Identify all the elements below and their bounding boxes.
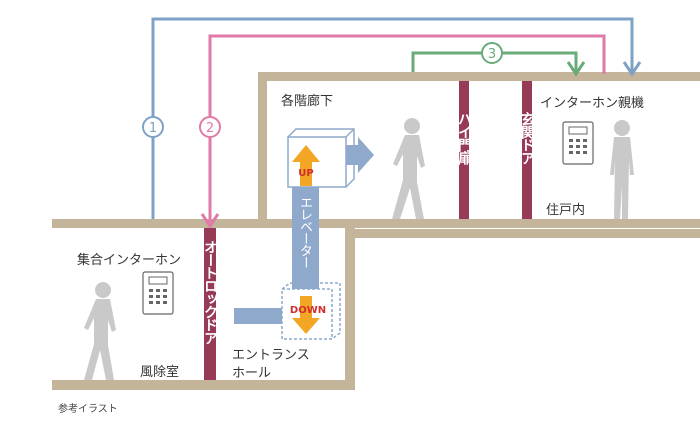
- svg-text:2: 2: [206, 121, 214, 136]
- ground-floor: [52, 380, 355, 390]
- caption-reference-illustration: 参考イラスト: [58, 404, 118, 415]
- vestibule-label: 風除室: [140, 365, 180, 380]
- svg-text:3: 3: [488, 47, 496, 62]
- collective-intercom-label: 集合インターホン: [77, 253, 182, 268]
- person-walking-upper-icon: [392, 118, 425, 219]
- route-1: [151, 17, 642, 219]
- person-walking-lower-icon: [84, 282, 116, 380]
- up-label: UP: [298, 168, 313, 179]
- down-arrow-icon: [292, 296, 320, 334]
- autolock-door-label: オートロックドア: [202, 240, 218, 344]
- autolock-door: [204, 228, 216, 380]
- lower-right-wall: [345, 219, 355, 386]
- upper-exit-arrow-icon: [346, 137, 374, 173]
- floor-corridor-label: 各階廊下: [281, 94, 334, 109]
- collective-intercom-panel-icon: [142, 271, 174, 315]
- upper-floor-slab: [258, 219, 700, 228]
- up-arrow-icon: [292, 145, 320, 186]
- route-2-badge: 2: [199, 116, 221, 138]
- elevator-shaft: [292, 187, 319, 289]
- intercom-parent-unit-icon: [562, 121, 594, 165]
- inside-unit-label: 住戸内: [546, 203, 586, 218]
- front-door-label: 玄関ドア: [519, 112, 535, 164]
- entrance-hall-label-line1: エントランス: [232, 348, 310, 363]
- upper-floor-top: [258, 72, 700, 81]
- high-gate-label: ハイ門扉: [456, 112, 472, 164]
- upper-floor-left-wall: [258, 72, 267, 222]
- route-3-badge: 3: [481, 42, 503, 64]
- elevator-label: エレベーター: [297, 196, 312, 268]
- intercom-parent-label: インターホン親機: [540, 96, 645, 111]
- route-1-badge: 1: [142, 116, 164, 138]
- building-structure: [52, 72, 700, 390]
- svg-text:1: 1: [149, 121, 157, 136]
- down-label: DOWN: [290, 305, 326, 316]
- front-door: [522, 81, 532, 219]
- high-gate: [459, 81, 469, 219]
- person-standing-resident-icon: [610, 120, 634, 219]
- entrance-to-elevator-arrow: [234, 308, 282, 324]
- entrance-hall-label-line2: ホール: [232, 366, 272, 381]
- right-step-slab: [345, 229, 700, 238]
- lower-ceiling: [52, 219, 356, 228]
